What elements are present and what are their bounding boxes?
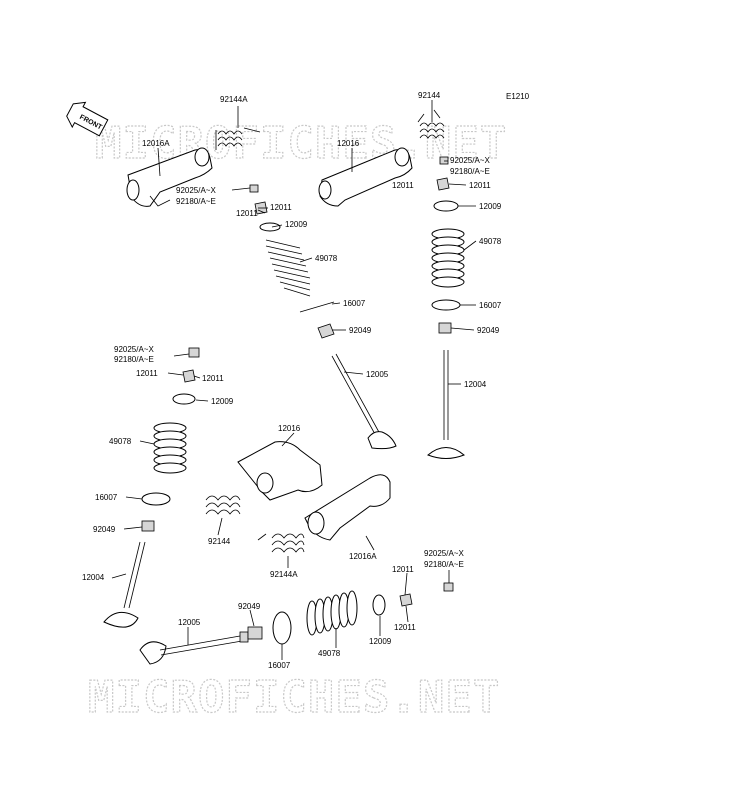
label-12011-tr-b: 12011	[469, 181, 491, 190]
label-12011-tl-a: 12011	[270, 203, 292, 212]
cotter-92025-tl	[249, 184, 259, 193]
label-92144A-lower: 92144A	[270, 570, 298, 579]
diagram-code: E1210	[506, 92, 530, 101]
watermark-top: MICROFICHES.NET	[95, 118, 507, 169]
spring-92144A-lower	[257, 533, 305, 553]
label-12011-tl-b: 12011	[236, 209, 258, 218]
seal-92049-bottom	[247, 626, 263, 640]
label-92144-lower: 92144	[208, 537, 231, 546]
valve-spring-49078-tl	[265, 239, 311, 297]
rocker-arm-12016A-top	[126, 147, 213, 207]
retainer-12009-tl	[259, 222, 281, 232]
rocker-arm-12016-lower	[237, 441, 323, 501]
spring-92144-lower	[205, 495, 241, 515]
retainer-12011-tr	[436, 177, 450, 191]
label-92180-tl: 92180/A~E	[176, 197, 216, 206]
rocker-arm-12016-top	[318, 147, 413, 207]
cotter-92025-bottom	[443, 582, 454, 592]
label-12009-ml: 12009	[211, 397, 234, 406]
label-49078-tl: 49078	[315, 254, 338, 263]
label-92025-tr: 92025/A~X	[450, 156, 490, 165]
label-92180-bottom: 92180/A~E	[424, 560, 464, 569]
label-12016-top: 12016	[337, 139, 360, 148]
rocker-arm-12016A-lower	[304, 474, 391, 541]
label-12011-ml-a: 12011	[136, 369, 158, 378]
label-12011-ml-b: 12011	[202, 374, 224, 383]
label-49078-tr: 49078	[479, 237, 502, 246]
label-92049-tl: 92049	[349, 326, 372, 335]
valve-spring-49078-bottom	[306, 590, 358, 636]
label-16007-tr: 16007	[479, 301, 502, 310]
seal-92049-tl	[317, 323, 335, 339]
front-arrow-icon: FRONT	[66, 101, 109, 137]
label-16007-tl: 16007	[343, 299, 366, 308]
label-92049-tr: 92049	[477, 326, 500, 335]
label-12011-tr-a: 12011	[392, 181, 414, 190]
watermark-bottom: MICROFICHES.NET	[88, 672, 500, 723]
label-49078-bottom: 49078	[318, 649, 341, 658]
label-92180-ml: 92180/A~E	[114, 355, 154, 364]
label-92180-tr: 92180/A~E	[450, 167, 490, 176]
valve-12005-center	[331, 353, 397, 450]
valve-spring-49078-ml	[153, 422, 187, 474]
label-12004-left: 12004	[82, 573, 105, 582]
label-12004-right: 12004	[464, 380, 487, 389]
label-12016A-top: 12016A	[142, 139, 170, 148]
cotter-92025-tr	[439, 156, 449, 165]
cotter-92025-ml	[188, 347, 200, 358]
label-16007-ml: 16007	[95, 493, 118, 502]
seal-92049-ml	[141, 520, 155, 532]
label-16007-bottom: 16007	[268, 661, 291, 670]
label-92025-bottom: 92025/A~X	[424, 549, 464, 558]
label-12005-bottom: 12005	[178, 618, 201, 627]
valve-12004-right	[427, 350, 465, 459]
label-92144-top: 92144	[418, 91, 441, 100]
valve-12004-left	[103, 541, 146, 628]
retainer-12009-bottom	[372, 594, 386, 616]
label-92025-ml: 92025/A~X	[114, 345, 154, 354]
valve-spring-49078-tr	[431, 228, 465, 288]
valve-12005-bottom	[139, 631, 249, 665]
label-12005-center: 12005	[366, 370, 389, 379]
label-12016A-lower: 12016A	[349, 552, 377, 561]
retainer-12009-tr	[433, 200, 459, 212]
spring-92144-top	[417, 109, 445, 139]
leader-lines	[111, 100, 477, 660]
label-92144A-top: 92144A	[220, 95, 248, 104]
retainer-12009-ml	[172, 393, 196, 405]
seal-16007-tr	[431, 299, 461, 311]
seal-16007-ml	[141, 492, 171, 506]
label-49078-ml: 49078	[109, 437, 132, 446]
retainer-12011-bottom	[399, 593, 413, 607]
seal-92049-tr	[438, 322, 452, 334]
seal-16007-bottom	[272, 611, 292, 645]
label-12016-lower: 12016	[278, 424, 301, 433]
spring-92144A-top	[215, 127, 261, 150]
retainer-12011-ml	[182, 369, 196, 383]
label-12009-tl: 12009	[285, 220, 308, 229]
label-92049-bottom: 92049	[238, 602, 261, 611]
label-12011-bottom-a: 12011	[392, 565, 414, 574]
label-12009-tr: 12009	[479, 202, 502, 211]
label-92049-ml: 92049	[93, 525, 116, 534]
seal-16007-tl	[299, 301, 335, 313]
label-12011-bottom-b: 12011	[394, 623, 416, 632]
label-12009-bottom: 12009	[369, 637, 392, 646]
label-92025-tl: 92025/A~X	[176, 186, 216, 195]
